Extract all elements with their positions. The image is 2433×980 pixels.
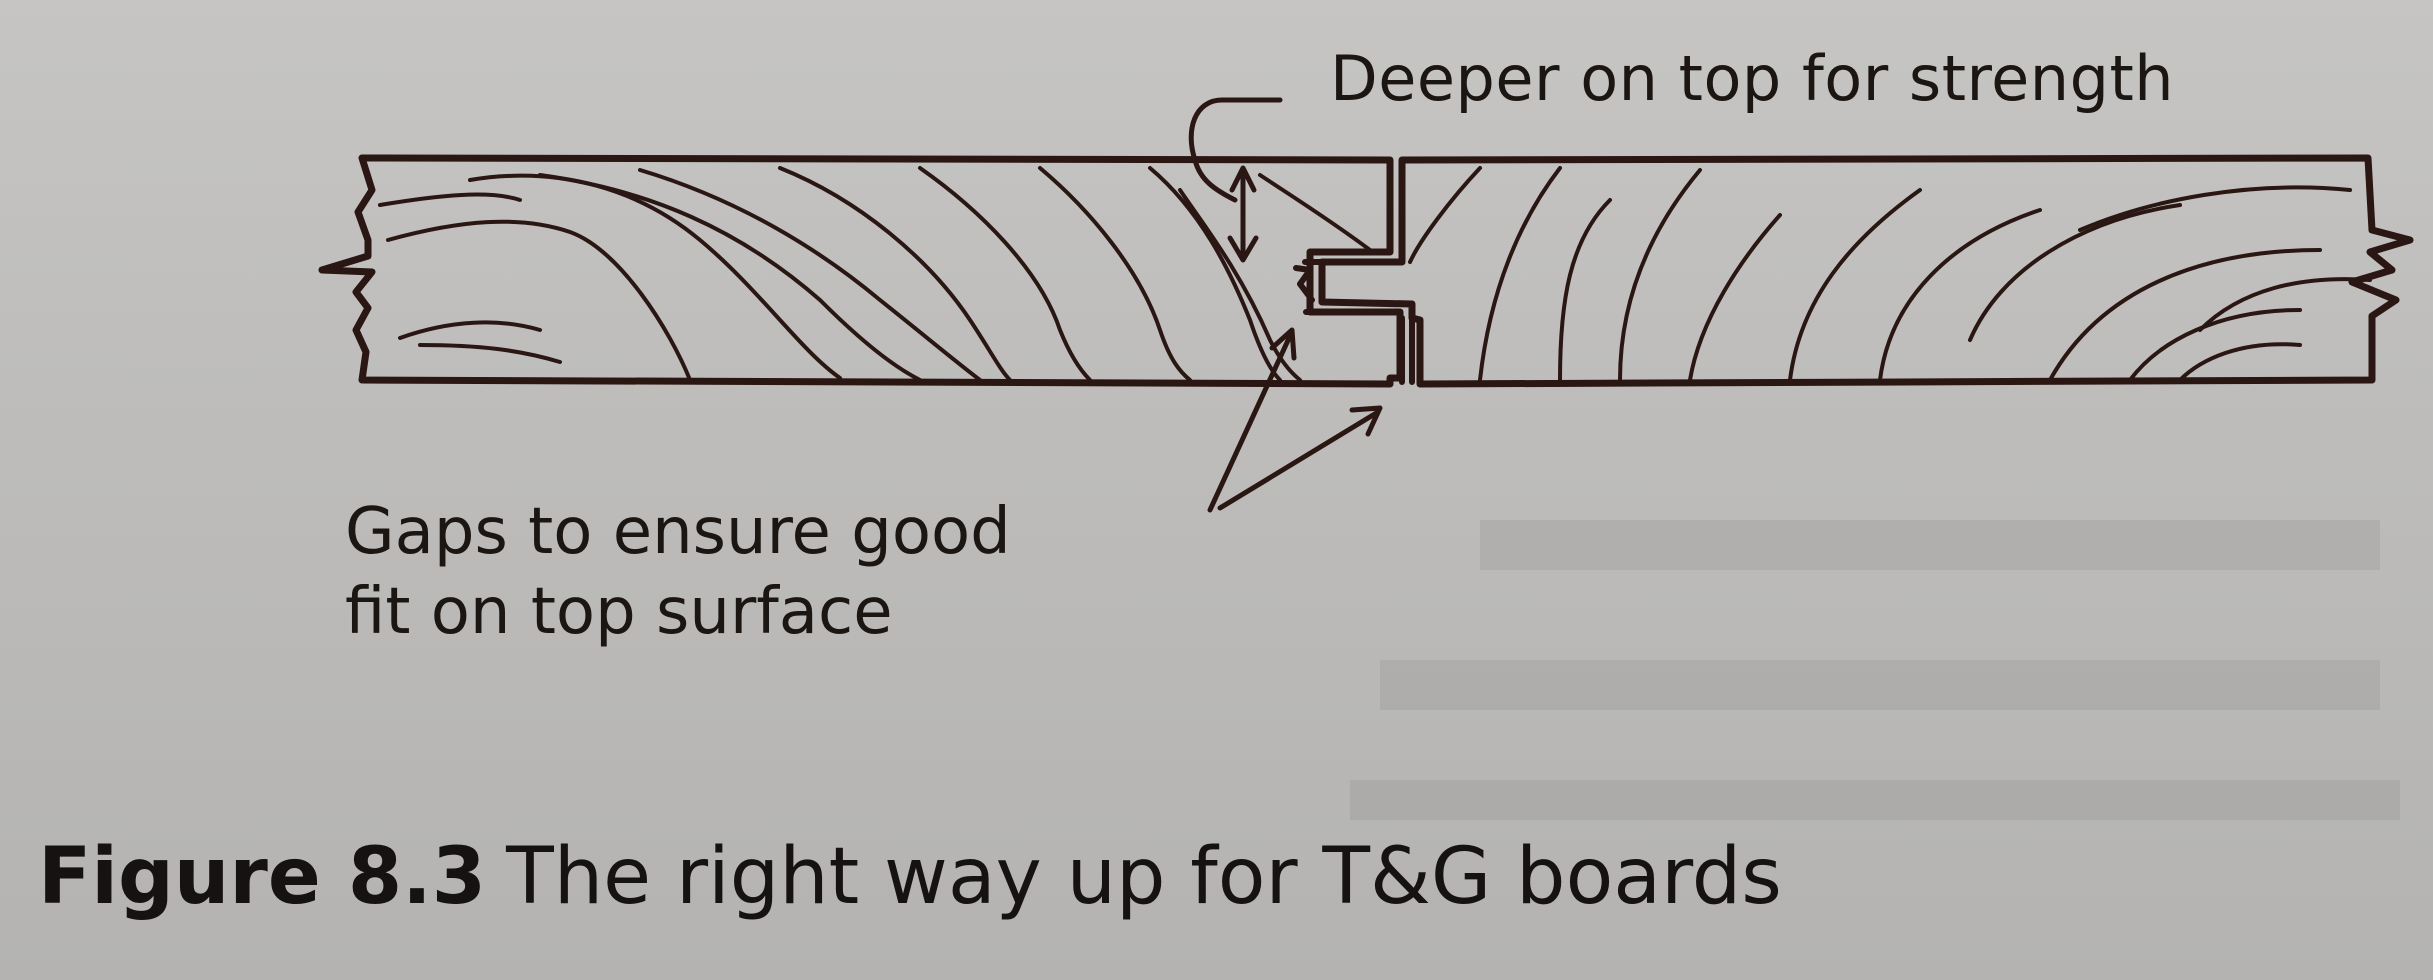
right-board-grain <box>1408 166 2372 382</box>
strength-annotation: Deeper on top for strength <box>1330 42 2175 115</box>
depth-dimension-arrow <box>1188 97 1283 263</box>
gaps-annotation-line-1: Gaps to ensure good <box>345 495 1011 569</box>
tongue-detail <box>1293 259 1325 315</box>
left-board-outline <box>318 154 1404 388</box>
gaps-annotation: Gaps to ensure good fit on top surface <box>345 492 1011 652</box>
right-board-outline <box>1318 154 2414 388</box>
gap-arrows <box>1207 327 1383 513</box>
gaps-annotation-line-2: fit on top surface <box>345 575 893 649</box>
figure-caption-text: The right way up for T&G boards <box>506 832 1782 922</box>
bottom-gap <box>1399 315 1415 385</box>
left-board-grain <box>378 166 1372 382</box>
figure-number: Figure 8.3 <box>38 832 487 922</box>
